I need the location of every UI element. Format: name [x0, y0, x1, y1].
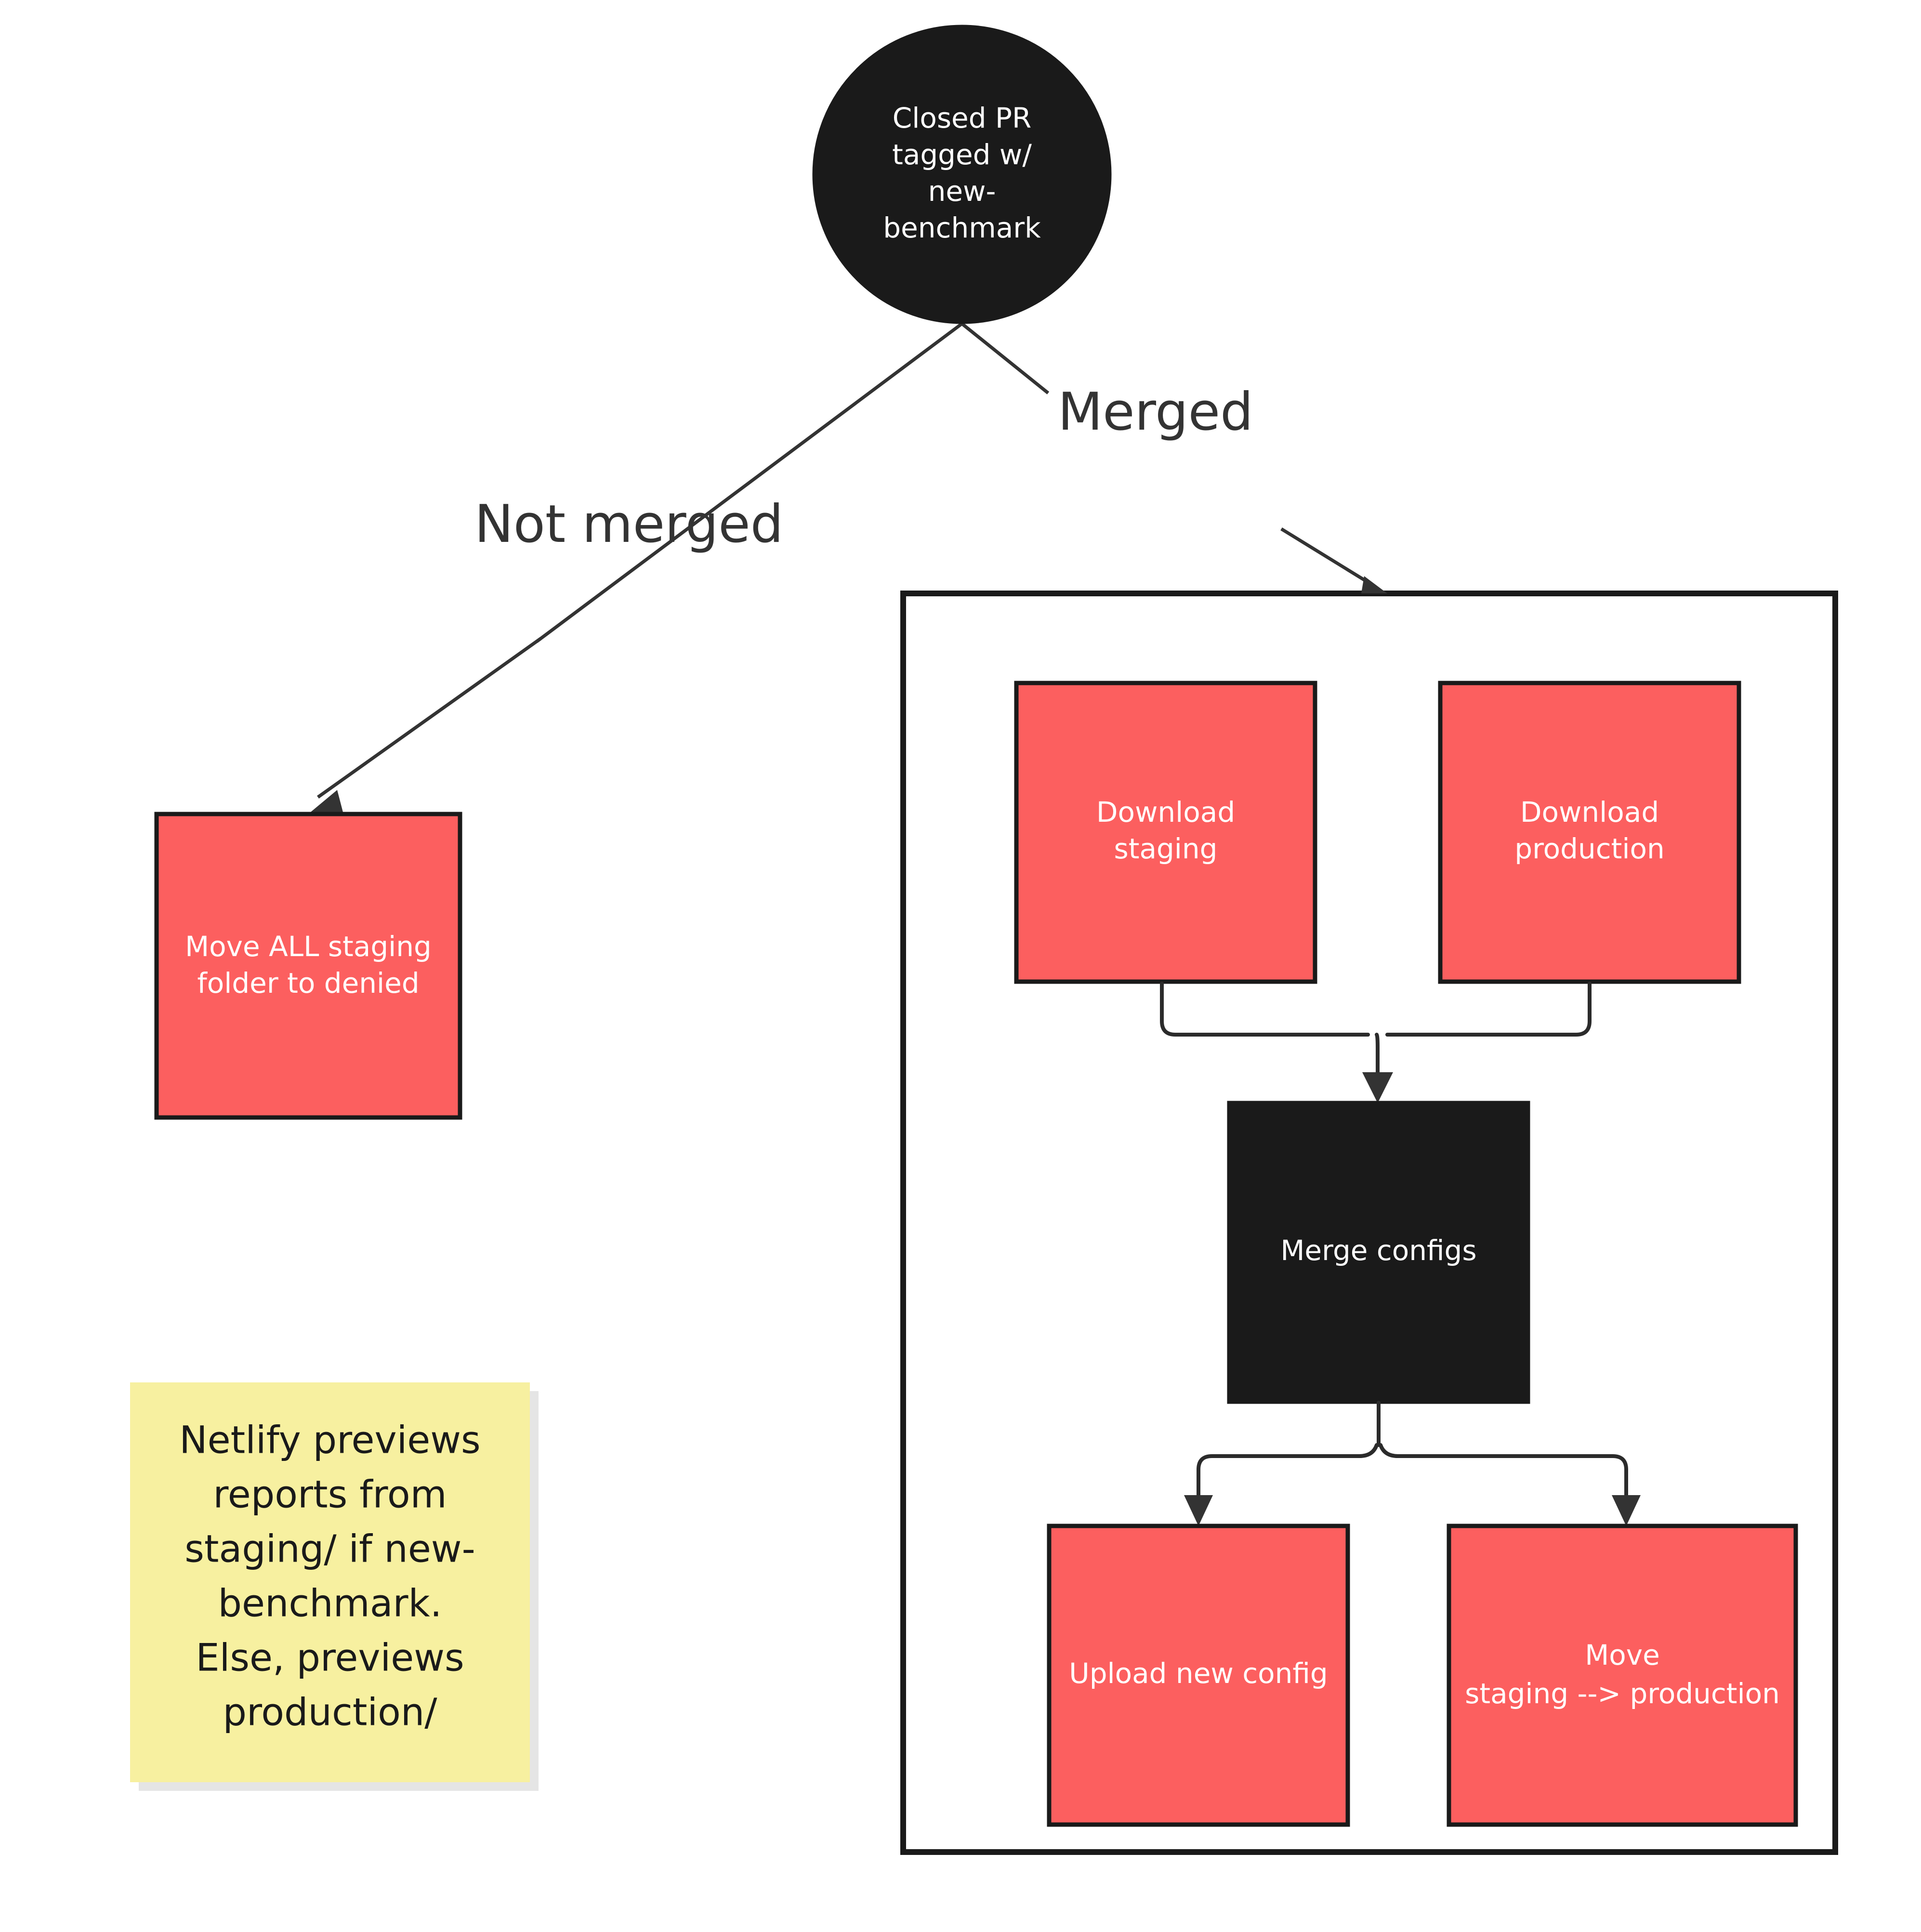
connector-merge-to-move-staging-production: [1379, 1443, 1628, 1510]
node-download-production[interactable]: [1438, 681, 1741, 984]
node-upload-new-config[interactable]: [1047, 1524, 1350, 1827]
node-move-staging-to-production-label-line-2: staging --> production: [1465, 1677, 1780, 1710]
sticky-note-line-2: reports from: [213, 1473, 447, 1516]
node-download-production-label-line-2: production: [1514, 832, 1664, 865]
node-merge-configs[interactable]: [1227, 1101, 1530, 1404]
node-download-staging[interactable]: [1014, 681, 1317, 984]
sticky-note-line-4: benchmark.: [218, 1582, 442, 1625]
edge-start-to-not-merged-seg1: [535, 322, 963, 643]
connector-download-production-to-merge: [1385, 982, 1592, 1037]
node-closed-pr-label-line-1: Closed PR: [893, 102, 1032, 134]
node-move-all-staging[interactable]: [154, 812, 462, 1120]
node-closed-pr-label-line-3: new-: [928, 175, 996, 208]
sticky-note-line-6: production/: [223, 1691, 437, 1734]
sticky-note-line-5: Else, previews: [196, 1636, 464, 1680]
edge-label-merged: Merged: [1058, 382, 1253, 442]
node-closed-pr-label-line-2: tagged w/: [892, 138, 1032, 171]
sticky-note-line-1: Netlify previews: [179, 1419, 480, 1462]
edge-not-merged-to-move-all: [316, 637, 542, 799]
connector-download-staging-to-merge: [1160, 982, 1370, 1037]
arrowhead-upload-new-config: [1184, 1495, 1213, 1526]
node-download-production-label-line-1: Download: [1520, 796, 1659, 828]
node-move-staging-to-production[interactable]: [1447, 1524, 1798, 1827]
node-move-all-staging-label-line-1: Move ALL staging: [185, 930, 432, 963]
sticky-note-line-3: staging/ if new-: [184, 1527, 475, 1571]
node-closed-pr-circle[interactable]: [812, 25, 1112, 324]
node-move-all-staging-label-line-2: folder to denied: [197, 967, 419, 999]
node-merge-configs-label: Merge configs: [1280, 1234, 1476, 1267]
node-move-staging-to-production-label-line-1: Move: [1585, 1639, 1660, 1671]
connector-merge-to-upload-config: [1197, 1443, 1379, 1510]
node-upload-new-config-label: Upload new config: [1069, 1657, 1328, 1690]
node-download-staging-label-line-1: Download: [1096, 796, 1235, 828]
node-closed-pr-label-line-4: benchmark: [883, 211, 1041, 244]
sticky-note: [130, 1382, 530, 1782]
edge-label-not-merged: Not merged: [474, 494, 783, 554]
arrowhead-merged-container: [1361, 576, 1387, 593]
edge-start-to-merged-seg1: [960, 322, 1050, 394]
connector-merge-inflow-stem: [1375, 1033, 1380, 1089]
arrowhead-merge-configs: [1362, 1072, 1393, 1103]
node-download-staging-label-line-2: staging: [1114, 832, 1217, 865]
arrowhead-move-all-staging: [308, 790, 343, 814]
edge-merged-to-container: [1280, 527, 1376, 588]
arrowhead-move-staging-production: [1612, 1495, 1641, 1526]
